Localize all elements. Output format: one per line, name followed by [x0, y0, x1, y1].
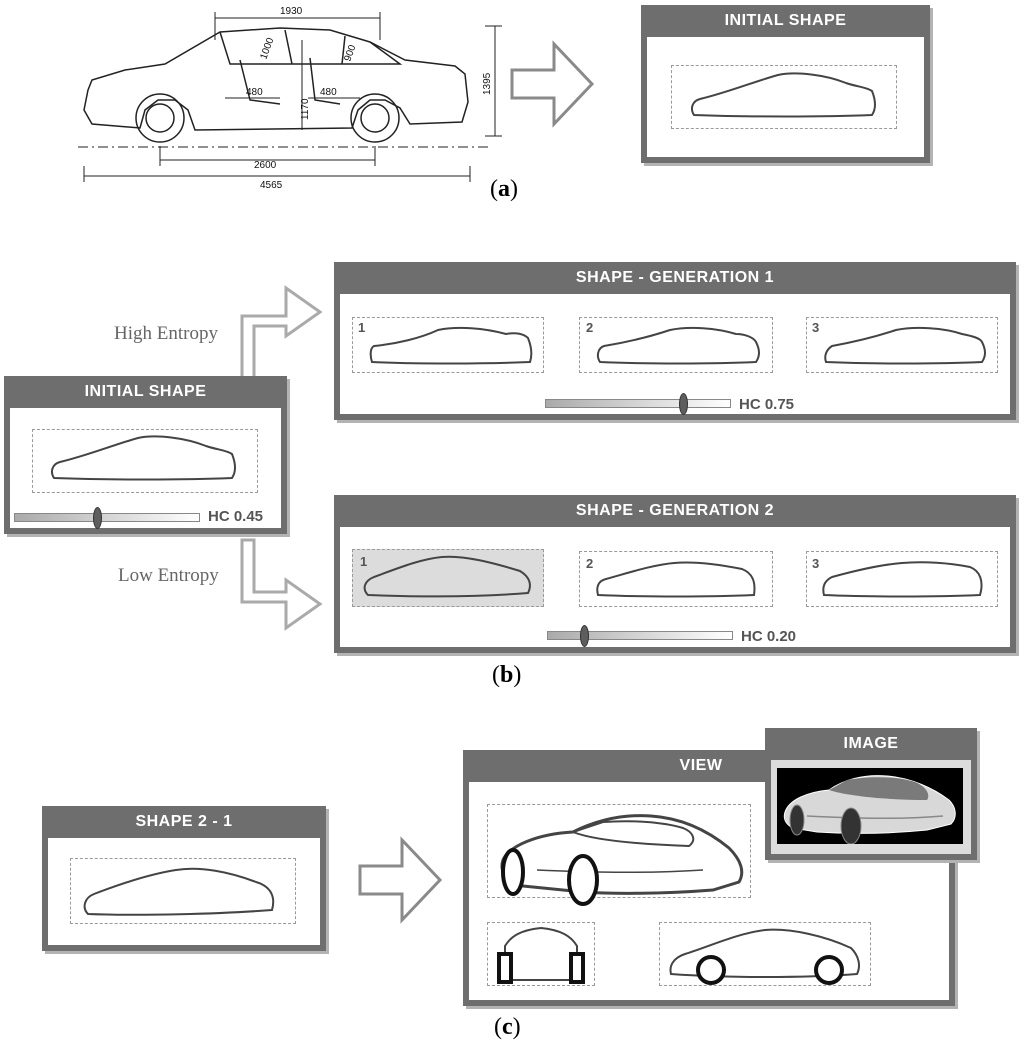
caption-b: (b) — [492, 662, 522, 688]
image-panel: IMAGE — [765, 728, 977, 860]
candidate-number: 3 — [812, 320, 820, 335]
dim-1930: 1930 — [280, 6, 303, 17]
car-blueprint-drawing: 1930 1000 900 1395 480 1170 480 2600 456… — [78, 6, 502, 191]
shape-generation-2-panel: SHAPE - GENERATION 2 1 2 3 HC 0.20 — [334, 495, 1016, 653]
initial-shape-panel-a: INITIAL SHAPE — [641, 5, 930, 163]
initial-shape-panel-b: INITIAL SHAPE HC 0.45 — [4, 376, 287, 534]
car-render-icon — [783, 775, 956, 844]
car-silhouette — [822, 561, 983, 598]
arrow-right-icon — [358, 836, 443, 924]
panel-title: SHAPE - GENERATION 2 — [334, 495, 1016, 527]
car-silhouette — [596, 561, 756, 598]
car-silhouette — [691, 72, 876, 118]
side-car-drawing — [669, 928, 860, 985]
panel-title: INITIAL SHAPE — [641, 5, 930, 37]
hc-slider-thumb[interactable] — [679, 393, 688, 415]
panel-title: INITIAL SHAPE — [4, 376, 287, 408]
shape-2-1-panel: SHAPE 2 - 1 — [42, 806, 326, 951]
dim-2600: 2600 — [254, 160, 277, 171]
candidate-2[interactable] — [579, 317, 773, 373]
caption-a: (a) — [490, 176, 518, 202]
candidate-number: 1 — [360, 554, 368, 569]
candidate-number: 2 — [586, 556, 594, 571]
dim-1000: 1000 — [258, 36, 276, 61]
arrow-right-icon — [510, 40, 595, 128]
candidate-3[interactable] — [806, 551, 998, 607]
candidate-1[interactable] — [352, 317, 544, 373]
perspective-view-frame — [487, 804, 751, 898]
candidate-number: 3 — [812, 556, 820, 571]
candidate-2[interactable] — [579, 551, 773, 607]
panel-title: SHAPE - GENERATION 1 — [334, 262, 1016, 294]
side-view-frame — [659, 922, 871, 986]
arrow-down-right-icon — [240, 538, 323, 631]
car-silhouette — [596, 326, 760, 365]
hc-value: HC 0.75 — [739, 396, 795, 413]
candidate-number: 1 — [358, 320, 366, 335]
dim-1395: 1395 — [482, 72, 493, 95]
dim-480-front: 480 — [246, 87, 263, 98]
car-silhouette — [824, 326, 986, 365]
perspective-car-drawing — [500, 814, 744, 906]
dim-900: 900 — [342, 43, 358, 63]
hc-slider-thumb[interactable] — [579, 625, 589, 647]
car-silhouette — [51, 435, 236, 481]
hc-slider[interactable] — [545, 393, 731, 415]
hc-value: HC 0.20 — [741, 628, 797, 645]
shape-generation-1-panel: SHAPE - GENERATION 1 1 2 3 HC 0.75 — [334, 262, 1016, 420]
car-silhouette — [83, 867, 275, 916]
panel-title: SHAPE 2 - 1 — [42, 806, 326, 838]
hc-value: HC 0.45 — [208, 508, 264, 525]
front-car-drawing — [497, 926, 585, 984]
candidate-number: 2 — [586, 320, 594, 335]
panel-title: IMAGE — [765, 728, 977, 760]
hc-slider[interactable] — [547, 625, 733, 647]
low-entropy-label: Low Entropy — [118, 565, 219, 586]
dim-4565: 4565 — [260, 180, 283, 191]
hc-slider[interactable] — [14, 507, 200, 529]
hc-slider-thumb[interactable] — [92, 507, 102, 529]
car-silhouette — [363, 555, 531, 598]
dim-480-rear: 480 — [320, 87, 337, 98]
front-view-frame — [487, 922, 595, 986]
caption-c: (c) — [494, 1014, 521, 1040]
high-entropy-label: High Entropy — [114, 323, 218, 344]
candidate-3[interactable] — [806, 317, 998, 373]
arrow-up-right-icon — [240, 285, 323, 380]
car-silhouette — [369, 326, 533, 365]
rendered-car-image — [777, 768, 963, 844]
dim-1170: 1170 — [300, 98, 311, 120]
panel-a-car-blueprint: 1930 1000 900 1395 480 1170 480 2600 456… — [70, 0, 510, 191]
